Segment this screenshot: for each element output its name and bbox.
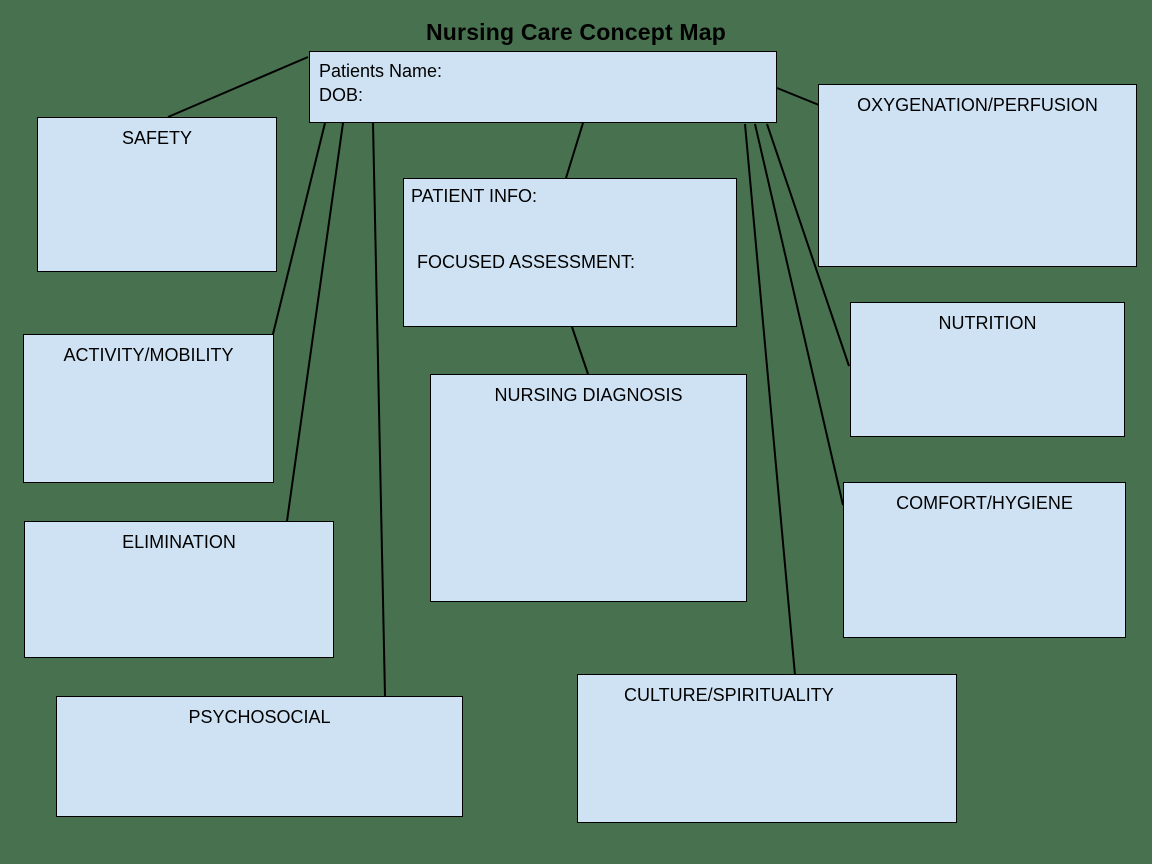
node-patient-header: Patients Name: DOB: [309, 51, 777, 123]
patient-dob-field: DOB: [319, 85, 364, 105]
node-oxygenation-perfusion: OXYGENATION/PERFUSION [818, 84, 1137, 267]
node-comfort-hygiene: COMFORT/HYGIENE [843, 482, 1126, 638]
node-elimination: ELIMINATION [24, 521, 334, 658]
connector-center-elimination [286, 122, 344, 522]
node-oxygenation-perfusion-label: OXYGENATION/PERFUSION [857, 95, 1098, 115]
node-patient-info: PATIENT INFO: FOCUSED ASSESSMENT: [403, 178, 737, 327]
patient-header-text: Patients Name: DOB: [310, 52, 776, 107]
connector-center-activity [272, 122, 326, 335]
node-psychosocial-label: PSYCHOSOCIAL [188, 707, 331, 727]
node-nursing-diagnosis-label: NURSING DIAGNOSIS [494, 385, 683, 405]
node-comfort-hygiene-label: COMFORT/HYGIENE [896, 493, 1073, 513]
patient-name-field: Patients Name: [319, 61, 443, 81]
node-culture-spirituality: CULTURE/SPIRITUALITY [577, 674, 957, 823]
focused-assessment-heading: FOCUSED ASSESSMENT: [417, 252, 636, 272]
node-safety-label: SAFETY [121, 128, 192, 148]
connector-center-culture [744, 123, 796, 676]
node-nutrition-label: NUTRITION [938, 313, 1037, 333]
connector-patientinfo-diagnosis [571, 326, 589, 375]
diagram-title: Nursing Care Concept Map [425, 19, 726, 45]
connector-center-safety [167, 56, 309, 118]
connector-center-oxygenation [776, 87, 820, 106]
node-activity-mobility-label: ACTIVITY/MOBILITY [63, 345, 234, 365]
node-safety: SAFETY [37, 117, 277, 272]
patient-info-text: PATIENT INFO: FOCUSED ASSESSMENT: [404, 179, 736, 273]
node-psychosocial: PSYCHOSOCIAL [56, 696, 463, 817]
connector-center-psychosocial [372, 122, 386, 697]
node-elimination-label: ELIMINATION [122, 532, 236, 552]
node-culture-spirituality-label: CULTURE/SPIRITUALITY [624, 685, 834, 705]
node-nutrition: NUTRITION [850, 302, 1125, 437]
connector-center-patient-info [565, 122, 584, 179]
node-nursing-diagnosis: NURSING DIAGNOSIS [430, 374, 747, 602]
node-activity-mobility: ACTIVITY/MOBILITY [23, 334, 274, 483]
patient-info-heading: PATIENT INFO: [411, 186, 538, 206]
